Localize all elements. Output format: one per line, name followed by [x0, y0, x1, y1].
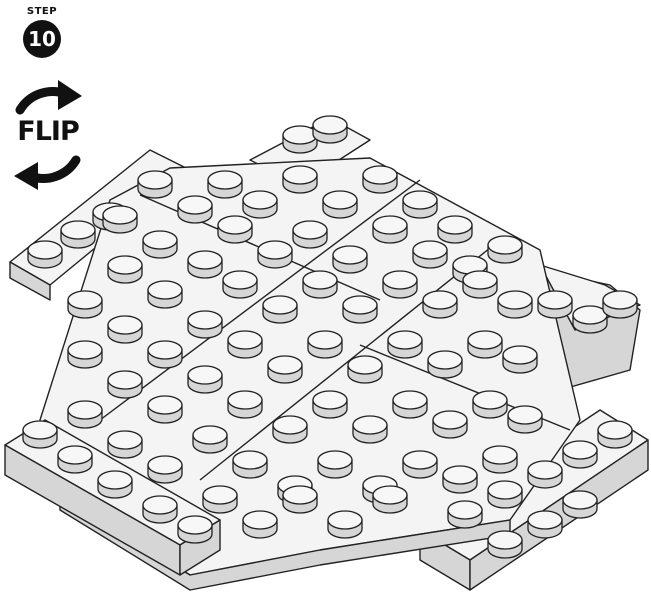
stud	[108, 431, 142, 458]
stud	[563, 491, 597, 518]
stud	[228, 331, 262, 358]
stud	[313, 116, 347, 143]
stud	[333, 246, 367, 273]
stud	[148, 281, 182, 308]
stud	[263, 296, 297, 323]
stud	[293, 221, 327, 248]
stud	[598, 421, 632, 448]
stud	[443, 466, 477, 493]
stud	[61, 221, 95, 248]
stud	[258, 241, 292, 268]
stud	[193, 426, 227, 453]
stud	[603, 291, 637, 318]
stud	[108, 316, 142, 343]
stud	[373, 216, 407, 243]
stud	[68, 291, 102, 318]
stud	[58, 446, 92, 473]
stud	[438, 216, 472, 243]
stud	[223, 271, 257, 298]
stud	[308, 331, 342, 358]
stud	[303, 271, 337, 298]
stud	[508, 406, 542, 433]
stud	[488, 531, 522, 558]
stud	[573, 306, 607, 333]
stud	[528, 461, 562, 488]
stud	[313, 391, 347, 418]
stud	[143, 231, 177, 258]
stud	[98, 471, 132, 498]
stud	[353, 416, 387, 443]
stud	[148, 456, 182, 483]
stud	[178, 516, 212, 543]
stud	[283, 486, 317, 513]
stud	[423, 291, 457, 318]
stud	[343, 296, 377, 323]
stud	[108, 371, 142, 398]
stud	[188, 251, 222, 278]
stud	[488, 236, 522, 263]
stud	[383, 271, 417, 298]
stud	[68, 401, 102, 428]
stud	[188, 366, 222, 393]
stud	[268, 356, 302, 383]
stud	[563, 441, 597, 468]
stud	[23, 421, 57, 448]
stud	[323, 191, 357, 218]
stud	[468, 331, 502, 358]
stud	[403, 191, 437, 218]
stud	[498, 291, 532, 318]
stud	[103, 206, 137, 233]
stud	[428, 351, 462, 378]
stud	[318, 451, 352, 478]
stud	[283, 126, 317, 153]
stud	[528, 511, 562, 538]
stud	[243, 511, 277, 538]
stud	[208, 171, 242, 198]
stud	[433, 411, 467, 438]
stud	[488, 481, 522, 508]
stud	[363, 166, 397, 193]
stud	[143, 496, 177, 523]
stud	[188, 311, 222, 338]
stud	[373, 486, 407, 513]
stud	[388, 331, 422, 358]
stud	[403, 451, 437, 478]
stud	[148, 396, 182, 423]
stud	[148, 341, 182, 368]
stud	[178, 196, 212, 223]
stud	[203, 486, 237, 513]
stud	[448, 501, 482, 528]
stud	[348, 356, 382, 383]
stud	[233, 451, 267, 478]
stud	[503, 346, 537, 373]
stud	[413, 241, 447, 268]
stud	[228, 391, 262, 418]
stud	[218, 216, 252, 243]
stud	[28, 241, 62, 268]
stud	[243, 191, 277, 218]
stud	[393, 391, 427, 418]
stud	[328, 511, 362, 538]
stud	[463, 271, 497, 298]
stud	[108, 256, 142, 283]
stud	[473, 391, 507, 418]
stud	[483, 446, 517, 473]
stud	[273, 416, 307, 443]
stud	[283, 166, 317, 193]
stud	[68, 341, 102, 368]
stud	[538, 291, 572, 318]
stud	[138, 171, 172, 198]
